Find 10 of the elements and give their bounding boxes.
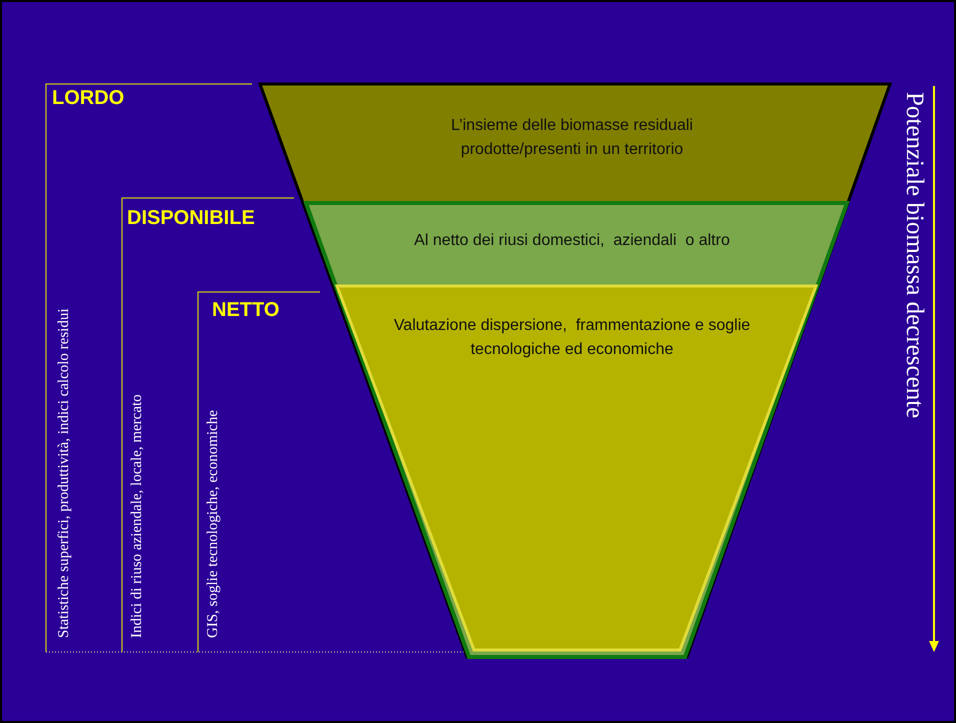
method-note: GIS, soglie tecnologiche, economiche [205,409,222,638]
level-description: L’insieme delle biomasse residuali prodotte/presenti in un territorio [450,116,694,160]
level-description: Al netto dei riusi domestici, aziendali o altro [413,231,731,251]
level-heading: DISPONIBILE [127,207,255,230]
axis-label: Potenziale biomassa decrescente [900,92,928,418]
method-note: Indici di riuso aziendale, locale, mercato [129,393,146,638]
level-description: Valutazione dispersione, frammentazione e soglie tecnologiche ed economiche [392,316,752,360]
level-heading: NETTO [212,299,280,322]
level-heading: LORDO [52,87,124,110]
method-note: Statistiche superfici, produttività, indici calcolo residui [56,307,73,638]
